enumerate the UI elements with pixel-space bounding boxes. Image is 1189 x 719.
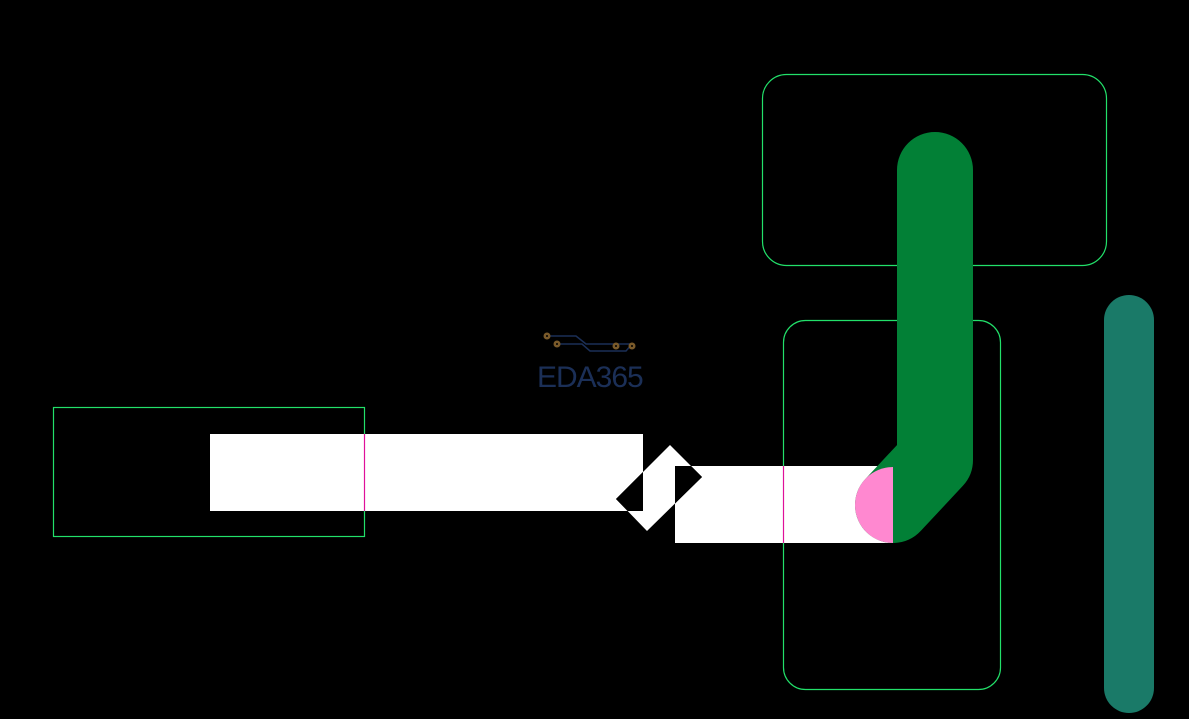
- diamond-overlap: [600, 430, 720, 550]
- white-trace-left[interactable]: [210, 434, 643, 511]
- logo-text: EDA365: [537, 361, 643, 394]
- pink-pad-half[interactable]: [855, 467, 893, 543]
- eda365-logo: EDA365: [537, 332, 644, 394]
- green-trace[interactable]: [855, 132, 973, 543]
- logo-circuit-icon: [543, 332, 636, 352]
